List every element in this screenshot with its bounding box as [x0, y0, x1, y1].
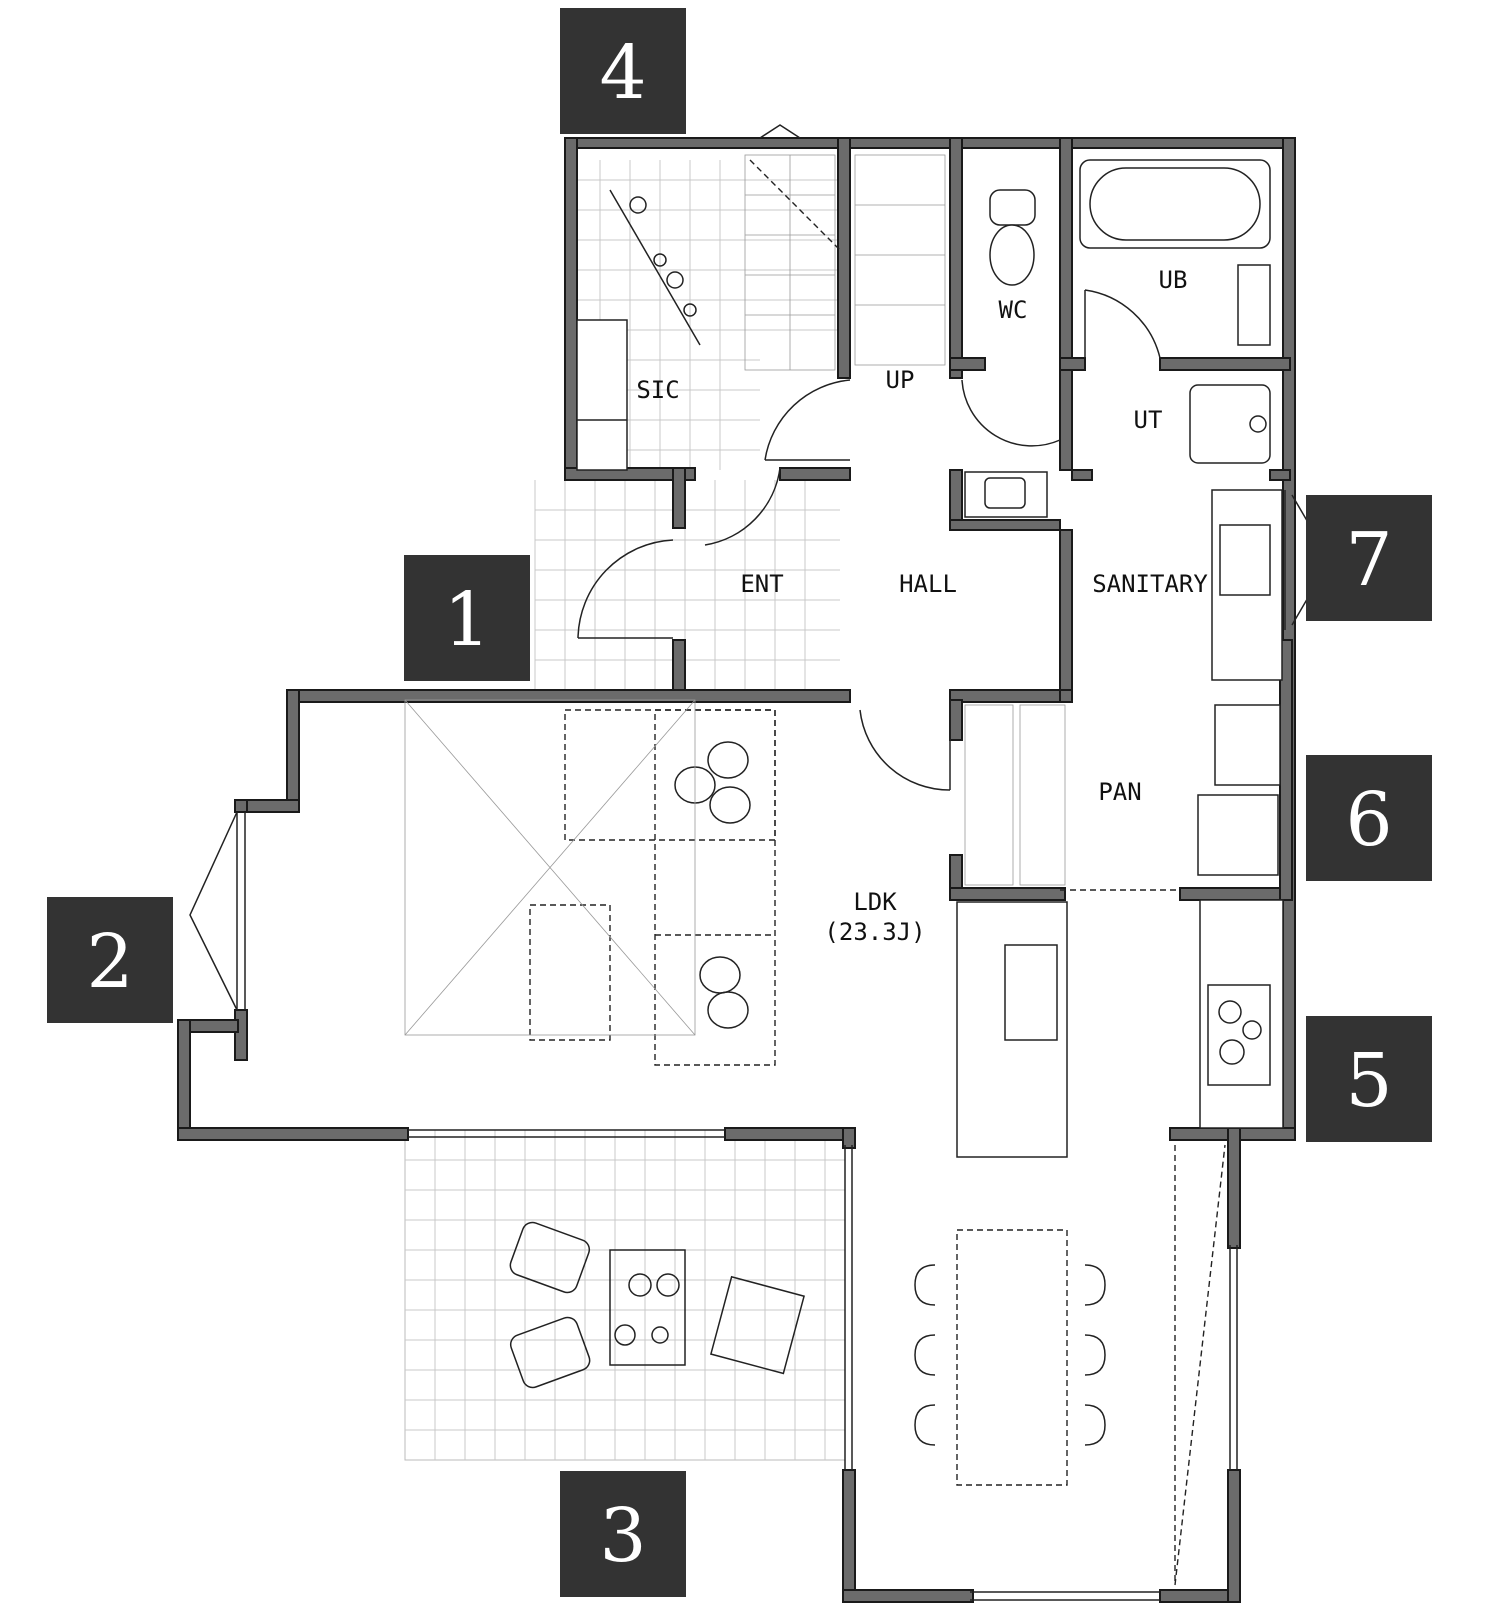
room-label-ldk: LDK — [853, 888, 897, 916]
marker-7-label: 7 — [1345, 517, 1392, 603]
marker-3: 3 — [560, 1471, 686, 1597]
marker-1-label: 1 — [443, 577, 490, 663]
marker-6: 6 — [1306, 755, 1432, 881]
fixtures — [404, 154, 1284, 1586]
marker-4: 4 — [560, 8, 686, 134]
room-labels: SIC UP WC UB UT ENT HALL SANITARY PAN LD… — [636, 266, 1208, 946]
room-label-ut: UT — [1134, 406, 1163, 434]
windows — [189, 124, 1331, 1601]
room-label-sanitary: SANITARY — [1092, 570, 1208, 598]
photo-markers: 1 2 3 4 5 6 7 — [47, 8, 1432, 1597]
terrace-floor-tiles — [404, 1129, 846, 1461]
stair-label-up: UP — [886, 366, 915, 394]
marker-3-label: 3 — [599, 1493, 646, 1579]
room-label-pan: PAN — [1098, 778, 1141, 806]
marker-5: 5 — [1306, 1016, 1432, 1142]
marker-2: 2 — [47, 897, 173, 1023]
room-area-ldk: (23.3J) — [824, 918, 925, 946]
room-label-hall: HALL — [899, 570, 957, 598]
room-label-wc: WC — [999, 296, 1028, 324]
ent-floor-tiles — [534, 480, 840, 690]
marker-2-label: 2 — [86, 919, 133, 1005]
marker-7: 7 — [1306, 495, 1432, 621]
room-label-sic: SIC — [636, 376, 679, 404]
walls — [177, 137, 1296, 1603]
marker-6-label: 6 — [1345, 777, 1392, 863]
room-label-ent: ENT — [740, 570, 783, 598]
marker-1: 1 — [404, 555, 530, 681]
room-label-ub: UB — [1159, 266, 1188, 294]
marker-5-label: 5 — [1345, 1038, 1392, 1124]
marker-4-label: 4 — [599, 30, 646, 116]
